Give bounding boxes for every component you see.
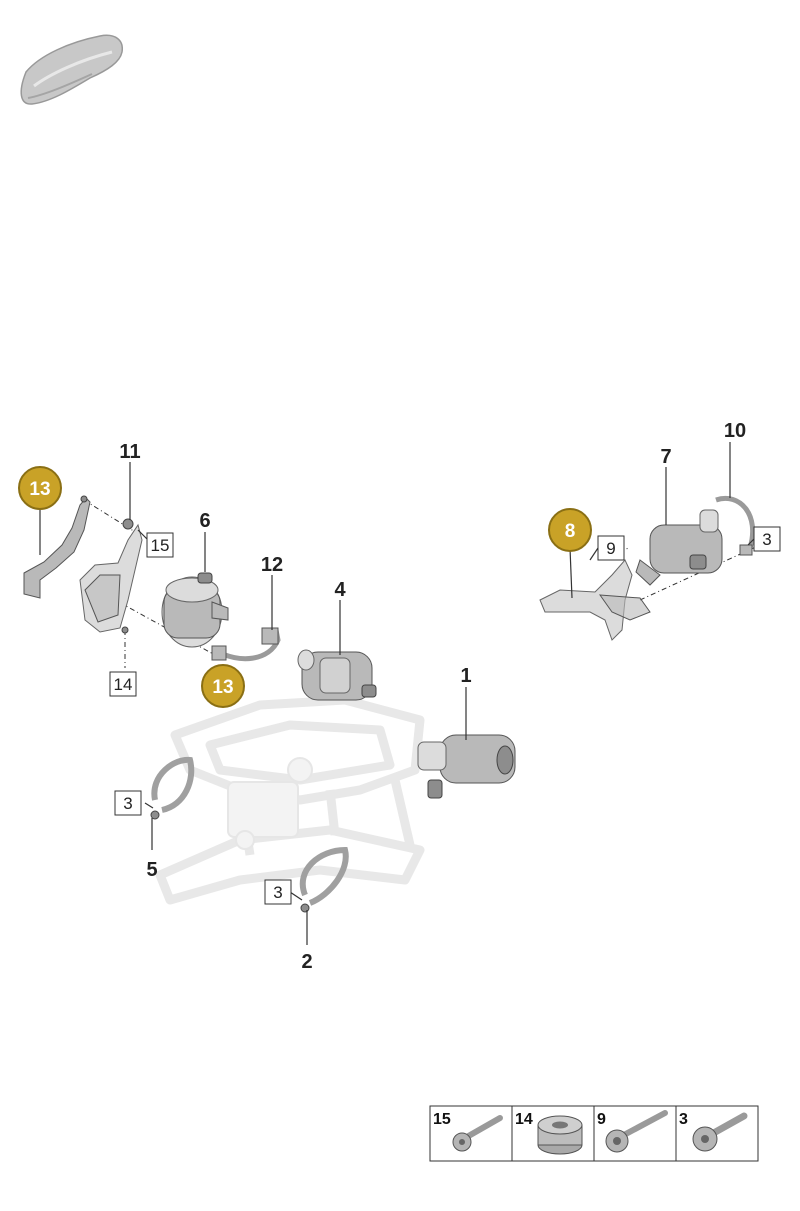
callout-5: 5 [146,859,157,881]
boxed-ref-14[interactable]: 14 [109,671,137,697]
legend-label-9: 9 [597,1111,606,1128]
badge-13-mid[interactable]: 13 [201,664,245,708]
callout-6: 6 [199,510,210,532]
callout-2: 2 [301,951,312,973]
boxed-ref-14-label: 14 [114,675,133,694]
boxed-ref-3-left-label: 3 [123,794,132,813]
boxed-ref-3-bottom-label: 3 [273,883,282,902]
callout-7: 7 [660,446,671,468]
legend-cell-3[interactable]: 3 [679,1111,748,1152]
clamp-12[interactable] [211,627,281,662]
boxed-ref-9-label: 9 [606,539,615,558]
callout-12: 12 [261,554,283,576]
pump-7[interactable] [635,509,723,586]
legend-label-3: 3 [679,1111,688,1128]
clamp-2[interactable] [299,846,349,913]
badge-8-label: 8 [565,521,576,542]
bolt-15-icon [452,1115,503,1152]
legend-label-15: 15 [433,1111,451,1128]
badge-8[interactable]: 8 [548,508,592,552]
leader-lines [39,442,755,945]
bracket-13-left[interactable] [23,495,91,599]
bolt-9-icon [605,1110,668,1153]
boxed-ref-3-right[interactable]: 3 [753,526,781,552]
boxed-ref-9[interactable]: 9 [597,535,625,561]
badge-13-top[interactable]: 13 [18,466,62,510]
pump-6[interactable] [161,572,229,648]
legend-label-14: 14 [515,1111,533,1128]
boxed-ref-15-label: 15 [151,536,170,555]
boxed-ref-15[interactable]: 15 [146,532,174,558]
callout-11: 11 [119,441,140,463]
boxed-ref-3-right-label: 3 [762,530,771,549]
bracket-8[interactable] [539,559,651,641]
callout-1: 1 [460,665,471,687]
pump-1[interactable] [417,734,516,799]
grommet-14-icon [537,1115,583,1155]
boxed-ref-3-left[interactable]: 3 [114,790,142,816]
subframe-ghost [155,695,425,905]
bracket-11[interactable] [79,518,143,634]
bolt-3-icon [692,1112,748,1152]
legend-cell-14[interactable]: 14 [515,1111,583,1155]
clamp-5[interactable] [150,756,195,820]
badge-13-top-label: 13 [29,479,50,500]
boxed-ref-3-bottom[interactable]: 3 [264,879,292,905]
fastener-legend: 15 14 9 3 [429,1105,759,1162]
legend-cell-9[interactable]: 9 [597,1110,668,1153]
car-thumbnail-icon[interactable] [20,34,123,105]
pump-4[interactable] [297,649,377,701]
legend-cell-15[interactable]: 15 [433,1111,503,1152]
callout-10: 10 [724,420,746,442]
clamp-10[interactable] [715,496,756,556]
callout-4: 4 [334,579,346,601]
badge-13-mid-label: 13 [212,677,233,698]
